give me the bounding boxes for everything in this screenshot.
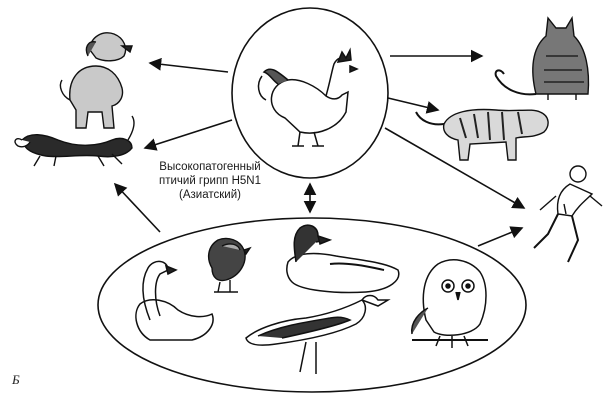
sparrow-illustration: [209, 238, 250, 292]
ferret-illustration: [15, 116, 134, 166]
caption-line-2: птичий грипп H5N1: [148, 174, 272, 188]
chicken-illustration: [259, 50, 357, 146]
swan-illustration: [136, 261, 213, 340]
gull-illustration: [246, 296, 388, 375]
arrow-reservoir-to-human: [478, 228, 522, 246]
caption-line-3: (Азиатский): [148, 188, 272, 202]
tiger-illustration: [416, 110, 548, 160]
arrow-to-tiger: [388, 98, 438, 110]
arrow-to-dog: [150, 63, 228, 72]
arrow-to-ferret: [145, 120, 232, 148]
owl-illustration: [412, 260, 488, 348]
diagram-caption: Высокопатогенный птичий грипп H5N1 (Азиа…: [148, 160, 272, 202]
caption-line-1: Высокопатогенный: [148, 160, 272, 174]
duck-illustration: [287, 225, 399, 292]
dog-illustration: [60, 33, 132, 128]
panel-label: Б: [12, 372, 20, 388]
human-illustration: [534, 166, 602, 262]
cat-illustration: [496, 18, 589, 100]
